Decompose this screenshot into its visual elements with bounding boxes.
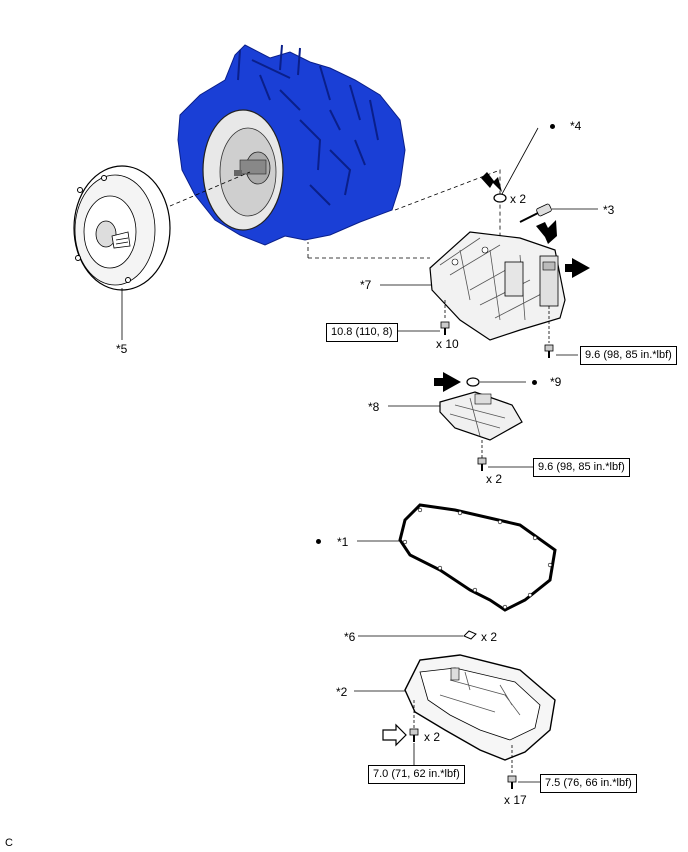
new-part-marker — [550, 124, 555, 129]
bolt — [440, 300, 450, 335]
torque-converter — [73, 165, 171, 291]
bolt — [544, 306, 554, 358]
apply-fluid-arrow — [536, 220, 557, 244]
quantity-label: x 2 — [510, 192, 527, 206]
torque-spec-solenoid: 9.6 (98, 85 in.*lbf) — [580, 346, 677, 365]
valve-body — [429, 231, 566, 341]
quantity-label: x 10 — [436, 337, 459, 351]
callout-1: *1 — [337, 535, 349, 549]
pan-gasket — [398, 503, 557, 612]
apply-fluid-arrow — [565, 258, 590, 278]
callout-2: *2 — [336, 685, 348, 699]
transaxle-housing — [177, 44, 406, 246]
bolt — [477, 440, 487, 471]
callout-8: *8 — [368, 400, 380, 414]
sensor-pin-3 — [519, 203, 552, 223]
quantity-label: x 2 — [424, 730, 441, 744]
quantity-label: x 2 — [486, 472, 503, 486]
quantity-label: x 2 — [481, 630, 498, 644]
drain-arrow — [382, 723, 407, 747]
callout-6: *6 — [344, 630, 356, 644]
torque-spec-drain: 7.0 (71, 62 in.*lbf) — [368, 765, 465, 784]
oil-strainer — [439, 391, 523, 441]
corner-code: C — [5, 837, 13, 849]
callout-4: *4 — [570, 119, 582, 133]
apply-fluid-arrow — [481, 172, 502, 192]
torque-spec-valve-body: 10.8 (110, 8) — [326, 323, 398, 342]
drain-plug — [409, 700, 419, 742]
torque-spec-strainer: 9.6 (98, 85 in.*lbf) — [533, 458, 630, 477]
apply-fluid-arrow — [434, 372, 461, 392]
magnet — [463, 630, 477, 640]
bolt — [507, 745, 517, 789]
callout-3: *3 — [603, 203, 615, 217]
callout-9: *9 — [550, 375, 562, 389]
o-ring-9 — [466, 377, 480, 387]
callout-5: *5 — [116, 342, 128, 356]
callout-7: *7 — [360, 278, 372, 292]
oil-pan — [404, 654, 556, 761]
torque-spec-pan: 7.5 (76, 66 in.*lbf) — [540, 774, 637, 793]
new-part-marker — [532, 380, 537, 385]
new-part-marker — [316, 539, 321, 544]
o-ring-4 — [493, 193, 507, 203]
quantity-label: x 17 — [504, 793, 527, 807]
